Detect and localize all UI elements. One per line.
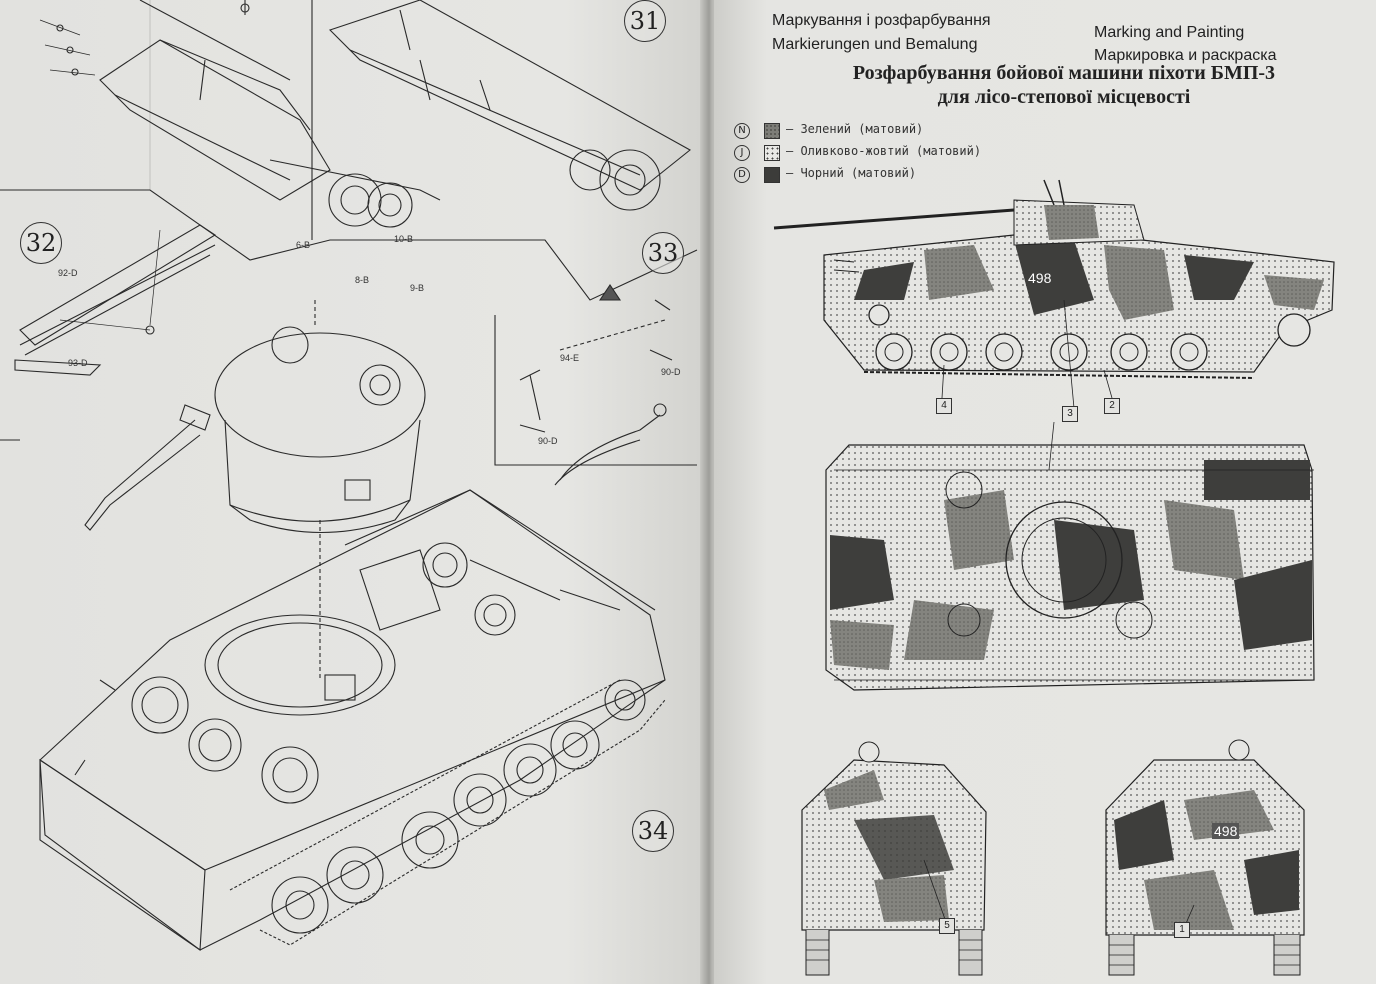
part-label-90d-b: 90-D xyxy=(538,436,558,446)
header-russian: Маркировка и раскраска xyxy=(1094,47,1277,64)
part-label-10b: 10-B xyxy=(394,234,414,244)
panel-divider-top xyxy=(0,189,698,301)
legend-text-green: – Зелений (матовий) xyxy=(786,122,924,136)
painting-title-line-2: для лісо-степової місцевості xyxy=(937,86,1191,108)
step-number-31: 31 xyxy=(624,0,666,42)
right-page-painting-guide: Маркування і розфарбування Markierungen … xyxy=(714,0,1376,984)
legend-code-n: N xyxy=(734,123,750,139)
left-page-assembly: 31 32 33 34 6-B 10-B 8-B 9-B 92-D 93-D 9… xyxy=(0,0,706,984)
callout-3: 3 xyxy=(1062,406,1078,422)
panel-divider-step33 xyxy=(494,315,697,466)
hull-road-wheels xyxy=(271,679,646,934)
part-label-92d: 92-D xyxy=(58,268,78,278)
legend-code-d: D xyxy=(734,167,750,183)
part-label-9b: 9-B xyxy=(410,283,425,293)
legend-text-olive: – Оливково-жовтий (матовий) xyxy=(786,144,982,158)
header-english: Marking and Painting xyxy=(1094,24,1245,41)
cannon-barrel xyxy=(84,419,201,531)
callout-5: 5 xyxy=(939,918,955,934)
painting-title-line-1: Розфарбування бойової машини піхоти БМП-… xyxy=(852,62,1276,84)
legend-swatch-black xyxy=(764,167,780,183)
header-ukrainian: Маркування і розфарбування xyxy=(772,12,991,29)
legend-swatch-green xyxy=(764,123,780,139)
legend-code-j: J xyxy=(734,145,750,161)
part-label-90d-a: 90-D xyxy=(661,367,681,377)
glue-warning-icon xyxy=(598,284,622,301)
turret-ring-opening xyxy=(204,614,396,716)
callout-2: 2 xyxy=(1104,398,1120,414)
callout-4: 4 xyxy=(936,398,952,414)
hull-side-part-right xyxy=(328,0,691,191)
turret-drawing xyxy=(214,332,426,458)
hull-body-drawing xyxy=(39,489,666,951)
road-wheel-drawing xyxy=(328,173,382,227)
part-label-6b: 6-B xyxy=(296,240,311,250)
legend-swatch-olive xyxy=(764,145,780,161)
header-german: Markierungen und Bemalung xyxy=(772,36,978,53)
callout-1: 1 xyxy=(1174,922,1190,938)
assembly-drawings xyxy=(0,0,698,952)
cable-part xyxy=(559,414,661,481)
decal-number-rear: 498 xyxy=(1212,823,1240,839)
camouflage-profiles xyxy=(773,179,1335,976)
rear-view-profile xyxy=(1105,739,1305,976)
top-view-profile xyxy=(825,421,1315,691)
part-label-94e: 94-E xyxy=(560,353,580,363)
part-label-93d: 93-D xyxy=(68,358,88,368)
part-label-8b: 8-B xyxy=(355,275,370,285)
legend-text-black: – Чорний (матовий) xyxy=(786,166,917,180)
decal-number-side: 498 xyxy=(1026,270,1054,286)
step-number-33: 33 xyxy=(642,232,684,274)
side-view-profile xyxy=(773,179,1335,409)
hull-side-part-left xyxy=(99,39,331,201)
step-number-34: 34 xyxy=(632,810,674,852)
step-number-32: 32 xyxy=(20,222,62,264)
front-view-profile xyxy=(801,741,987,976)
